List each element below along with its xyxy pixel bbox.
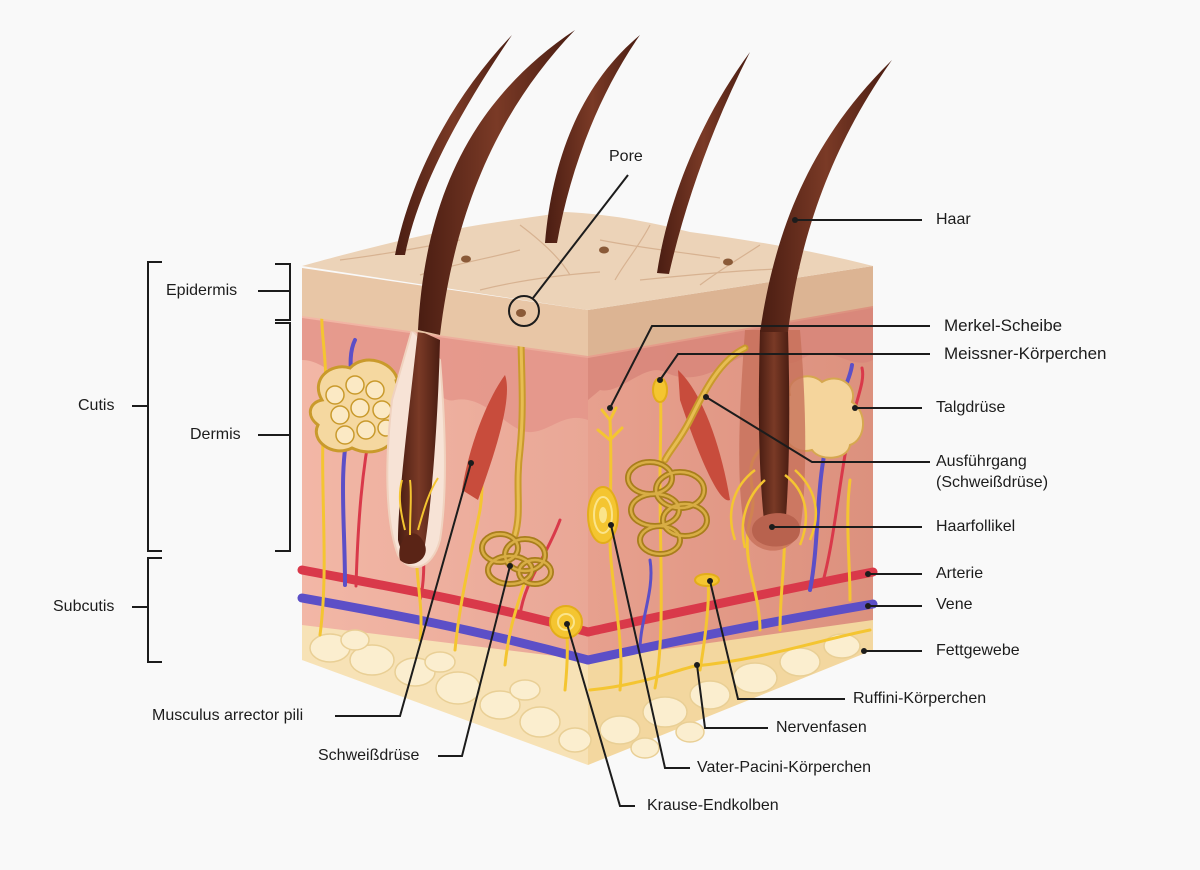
receptors	[549, 377, 720, 639]
epidermis-front-edge	[302, 268, 588, 356]
label-ausfuehrgang-sub: (Schweißdrüse)	[936, 474, 1049, 491]
vein-right	[583, 599, 878, 665]
label-fettgewebe: Fettgewebe	[936, 642, 1020, 659]
line-vater-pacini	[610, 524, 690, 769]
hair-follicle-right	[729, 330, 818, 551]
line-krause	[566, 623, 635, 807]
sweat-gland-right	[625, 344, 749, 557]
bracket-epidermis	[258, 263, 291, 321]
label-schweissdruese: Schweißdrüse	[318, 747, 420, 764]
hair-3	[545, 35, 640, 243]
label-cutis: Cutis	[78, 397, 115, 414]
sweat-gland-front	[479, 311, 554, 587]
label-ruffini-koerperchen: Ruffini-Körperchen	[853, 690, 987, 707]
line-pore	[532, 174, 629, 299]
label-vene: Vene	[936, 596, 973, 613]
arrector-pili-right	[678, 370, 730, 501]
surface-pores	[461, 246, 733, 317]
artery-right	[583, 567, 878, 637]
pore-marker-circle	[508, 295, 540, 327]
bracket-dermis	[258, 322, 291, 552]
hair-5	[760, 60, 892, 332]
label-pore: Pore	[609, 148, 643, 165]
label-haarfollikel: Haarfollikel	[936, 518, 1016, 535]
label-merkel-scheibe: Merkel-Scheibe	[944, 316, 1063, 335]
leader-lines	[132, 174, 930, 807]
papillary-band-front	[302, 318, 588, 433]
hair-1	[395, 35, 512, 255]
vein-front	[297, 593, 593, 665]
line-meissner	[659, 353, 930, 381]
label-musculus-arrector-pili: Musculus arrector pili	[152, 707, 304, 724]
hair-4	[657, 52, 750, 274]
label-subcutis: Subcutis	[53, 598, 115, 615]
line-merkel	[609, 325, 930, 409]
arrector-pili-left	[462, 375, 507, 500]
line-schweissdruese	[438, 565, 511, 757]
label-vater-pacini-koerperchen: Vater-Pacini-Körperchen	[697, 759, 872, 776]
label-meissner-koerperchen: Meissner-Körperchen	[944, 344, 1107, 363]
label-nervenfasen: Nervenfasen	[776, 719, 867, 736]
hair-shafts	[395, 30, 892, 335]
label-ausfuehrgang: Ausführgang	[936, 453, 1027, 470]
leader-dots	[468, 217, 871, 668]
label-epidermis: Epidermis	[166, 282, 238, 299]
fat-cells	[309, 629, 861, 759]
label-dermis: Dermis	[190, 426, 241, 443]
hair-2	[418, 30, 575, 335]
artery-front	[297, 565, 593, 637]
label-haar: Haar	[936, 211, 971, 228]
line-musculus	[335, 462, 472, 717]
label-arterie: Arterie	[936, 565, 984, 582]
line-ausfuehrgang	[705, 396, 930, 463]
line-ruffini	[709, 580, 845, 700]
line-nervenfasen	[696, 664, 768, 729]
bracket-cutis	[132, 261, 162, 552]
label-talgdruese: Talgdrüse	[936, 399, 1006, 416]
epidermis-right-edge	[588, 266, 873, 356]
label-krause-endkolben: Krause-Endkolben	[647, 797, 779, 814]
hair-follicle-left	[386, 328, 446, 568]
bracket-subcutis	[132, 557, 162, 663]
ruffini-corpuscle	[694, 573, 720, 587]
